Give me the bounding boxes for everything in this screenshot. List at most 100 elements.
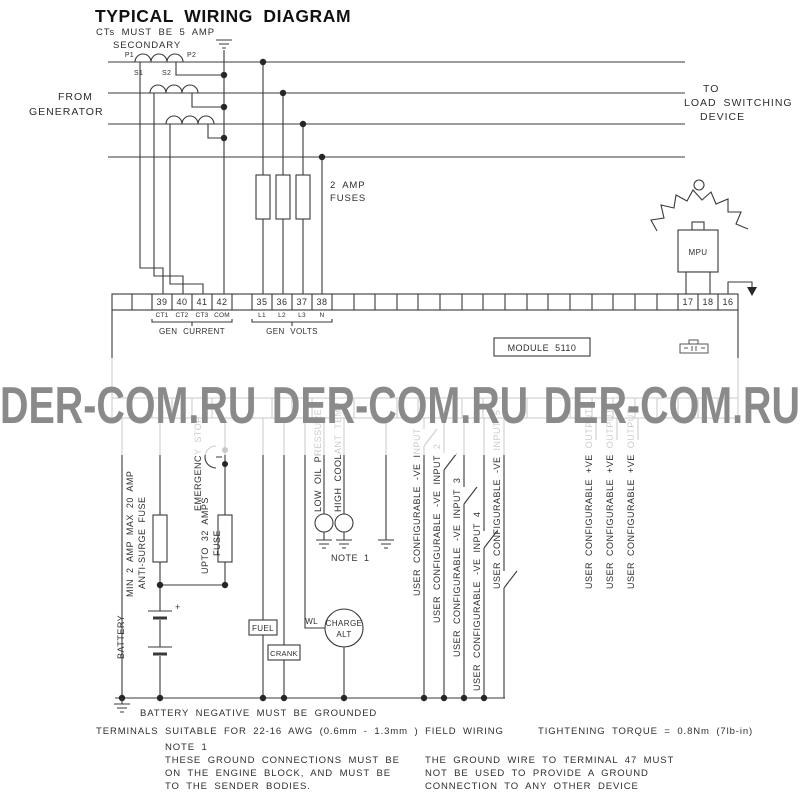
sub-com: COM [214,312,230,319]
input1-label: USER CONFIGURABLE -VE INPUT 1 [412,417,422,596]
watermark-fade-band [0,358,800,455]
group-brackets [151,319,333,326]
two-amp-fuses-label2: FUSES [330,193,366,204]
crank-box [267,644,301,661]
emergency-stop-label: EMERGENCY STOP [193,416,203,511]
mpu-assembly: MPU [650,179,749,295]
terminal-16: 16 [722,297,733,307]
sub-ct3: CT3 [196,312,209,319]
terminal-41: 41 [196,297,207,307]
terminal16-ground [727,281,757,296]
page-title: TYPICAL WIRING DIAGRAM [95,6,351,26]
battery-short-plates [153,616,167,656]
wl-label: WL [305,617,318,626]
mpu-label: MPU [689,248,708,257]
field-wiring-note: TERMINALS SUITABLE FOR 22-16 AWG (0.6mm … [96,726,504,737]
input3-label: USER CONFIGURABLE -VE INPUT 3 [452,478,462,657]
charge-alt-label1: CHARGE [326,619,363,628]
low-oil-sender-icon [314,513,334,533]
ct-s2-label: S2 [162,70,171,77]
gen-volts-group: GEN VOLTS [266,327,318,336]
terminal-36: 36 [276,297,287,307]
sub-l2: L2 [278,312,286,319]
to-label-line3: DEVICE [700,111,745,123]
battery-ground-icon [114,698,130,713]
crank-label: CRANK [270,649,298,658]
charge-alt-label2: ALT [336,630,351,639]
battery-plus: + [175,602,181,612]
ct-note-line2: SECONDARY [113,40,181,51]
output2-label: USER CONFIGURABLE +VE OUTPUT [605,408,615,589]
input4-label: USER CONFIGURABLE -VE INPUT 4 [472,512,482,691]
high-coolant-temp-label: HIGH COOLANT TEMP [333,402,343,512]
fuse-2amp-1 [255,174,271,220]
ground-arrow-icon [747,287,757,296]
to-label-line2: LOAD SWITCHING [684,97,793,109]
fuel-label: FUEL [252,624,274,633]
note1-line3: TO THE SENDER BODIES. [165,781,311,792]
ct-note-line1: CTs MUST BE 5 AMP [96,27,215,38]
ct-p1-label: P1 [125,52,134,59]
note2-line2: CONNECTION TO ANY OTHER DEVICE [425,781,639,792]
note1-ref-label: NOTE 1 [331,553,370,563]
sub-ct2: CT2 [176,312,189,319]
watermark-text: DER-COM.RU DER-COM.RU DER-COM.RU [0,377,800,435]
antisurge-fuse-label1: MIN 2 AMP MAX 20 AMP [125,471,135,597]
terminal-42: 42 [216,297,227,307]
low-oil-pressure-label: LOW OIL PRESSURE [313,409,323,512]
generator-phase-lines [108,61,685,158]
sub-n: N [320,312,325,319]
to-label-line1: TO [703,83,719,95]
brand-mark-icon [679,339,709,354]
charge-alt-circle [324,608,364,648]
output3-label: USER CONFIGURABLE +VE OUTPUT [626,408,636,589]
coolant-sender-icon [334,513,354,533]
ground-icon-module [378,539,394,549]
voltage-sense-wires: 2 AMP FUSES [255,58,366,294]
upto32-fuse-label2: FUSE [212,530,222,556]
battery-long-plates [148,610,172,648]
fuel-box [248,619,278,636]
antisurge-fuse-label2: ANTI-SURGE FUSE [137,496,147,589]
from-label-line1: FROM [58,91,93,103]
ground-icon-hct [336,539,352,549]
input5-label: USER CONFIGURABLE -VE INPUT 5 [492,410,502,589]
terminal-40: 40 [176,297,187,307]
ct-p2-label: P2 [187,52,196,59]
note1-line0: NOTE 1 [165,742,208,753]
terminal-18: 18 [702,297,713,307]
two-amp-fuses-label1: 2 AMP [330,180,366,191]
terminal-38: 38 [316,297,327,307]
note2-line1: NOT BE USED TO PROVIDE A GROUND [425,768,649,779]
module-name: MODULE 5110 [508,343,577,353]
upto32-fuse-label1: UPTO 32 AMPS [200,497,210,574]
ct-common-ground-icon [216,39,232,49]
ct-s1-label: S1 [134,70,143,77]
ground-icon-lop [316,539,332,549]
input2-label: USER CONFIGURABLE -VE INPUT 2 [432,444,442,623]
note2-line0: THE GROUND WIRE TO TERMINAL 47 MUST [425,755,674,766]
sub-l3: L3 [298,312,306,319]
terminal-37: 37 [296,297,307,307]
output1-label: USER CONFIGURABLE +VE OUTPUT [584,408,594,589]
upto-32amp-fuse [217,514,233,563]
terminal-17: 17 [682,297,693,307]
from-label-line2: GENERATOR [29,106,104,118]
note1-line2: ON THE ENGINE BLOCK, AND MUST BE [165,768,391,779]
anti-surge-fuse [152,514,168,563]
battery-label: BATTERY [116,615,126,659]
module-name-box [493,337,591,357]
gen-current-group: GEN CURRENT [159,327,225,336]
fuse-2amp-3 [295,174,311,220]
terminal-strip: 39 40 41 42 35 36 37 38 17 18 16 CT1 CT2… [111,293,739,336]
sub-l1: L1 [258,312,266,319]
gear-hole-icon [693,179,705,191]
fuse-2amp-2 [275,174,291,220]
note1-line1: THESE GROUND CONNECTIONS MUST BE [165,755,400,766]
terminal-35: 35 [256,297,267,307]
terminal-39: 39 [156,297,167,307]
grounded-note: BATTERY NEGATIVE MUST BE GROUNDED [140,708,377,719]
sub-ct1: CT1 [156,312,169,319]
